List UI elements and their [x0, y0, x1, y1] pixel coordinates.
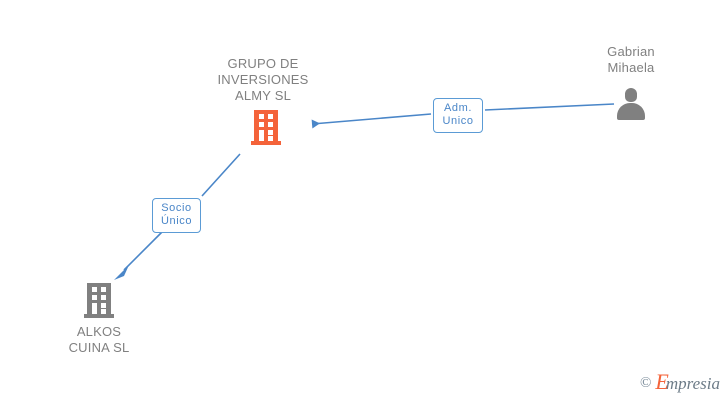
brand-remainder: mpresia	[665, 374, 720, 393]
node-label-alkos-cuina-sl: ALKOS CUINA SL	[68, 324, 130, 355]
building-window	[259, 122, 264, 127]
building-base	[84, 314, 114, 318]
arrowhead-to-alkos	[114, 265, 129, 280]
building-window	[92, 287, 97, 292]
building-icon-grupo-de-inversiones-almy-sl[interactable]	[251, 110, 281, 146]
building-window	[101, 295, 106, 300]
edge-line-admbox-to-company	[311, 113, 432, 129]
building-body	[87, 283, 111, 314]
building-icon-alkos-cuina-sl[interactable]	[84, 283, 114, 319]
edge-line-sociobox-to-alkos	[123, 230, 164, 271]
brand-initial: E	[655, 369, 669, 394]
edge-line-person-to-admbox	[484, 103, 615, 111]
building-door	[92, 305, 97, 314]
person-body	[617, 103, 645, 120]
building-window	[268, 130, 273, 135]
person-head	[625, 88, 637, 102]
node-label-grupo-de-inversiones-almy-sl: GRUPO DE INVERSIONES ALMY SL	[217, 56, 309, 103]
building-window	[268, 114, 273, 119]
copyright-icon: ©	[639, 375, 652, 391]
relation-box-adm-unico[interactable]: Adm. Unico	[433, 98, 483, 133]
building-window	[101, 303, 106, 308]
building-window	[268, 136, 273, 141]
node-label-gabrian-mihaela: Gabrian Mihaela	[607, 44, 655, 75]
person-icon-gabrian-mihaela[interactable]	[616, 88, 646, 120]
building-window	[101, 309, 106, 314]
relation-box-socio-unico[interactable]: Socio Único	[152, 198, 201, 233]
brand-text: Empresia	[655, 371, 720, 394]
building-body	[254, 110, 278, 141]
building-door	[259, 132, 264, 141]
building-base	[251, 141, 281, 145]
building-window	[268, 122, 273, 127]
building-window	[259, 114, 264, 119]
edge-line-company-to-sociobox	[201, 153, 241, 197]
watermark-empresia: © Empresia	[639, 371, 720, 394]
building-window	[101, 287, 106, 292]
building-window	[92, 295, 97, 300]
